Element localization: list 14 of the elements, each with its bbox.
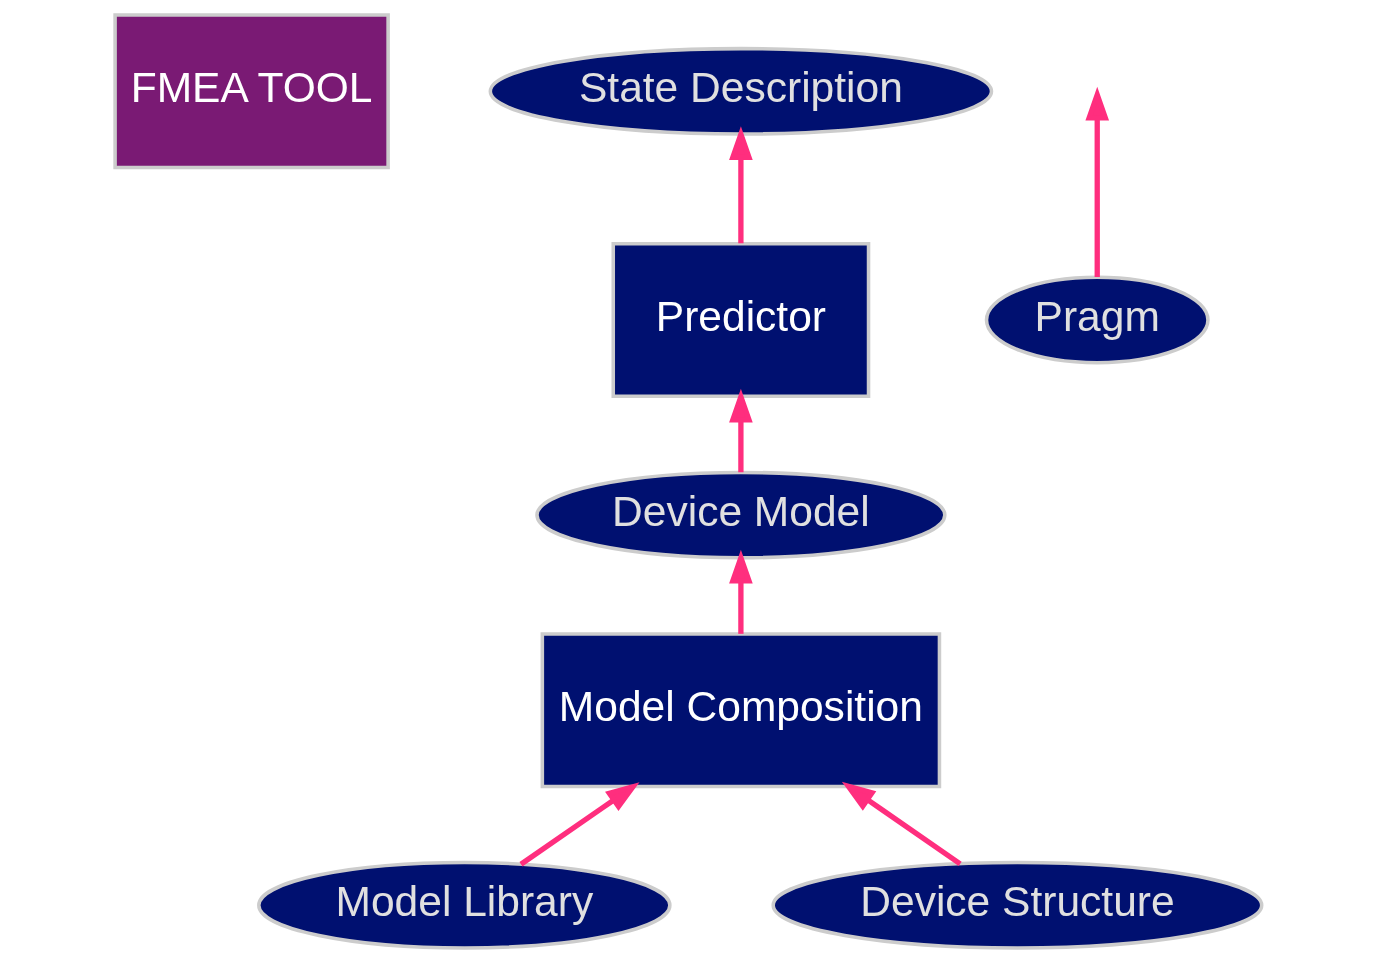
node-box: FMEA TOOL [113, 13, 390, 170]
node-box: Model Composition [540, 632, 942, 789]
node-ellipse: Device Model [535, 470, 947, 560]
node-ellipse: State Description [488, 46, 994, 136]
arrow [729, 126, 753, 244]
arrow [729, 549, 753, 634]
arrow [729, 388, 753, 473]
arrow [519, 782, 640, 867]
node-ellipse: Pragm [984, 275, 1210, 365]
node-box: Predictor [611, 242, 871, 399]
node-ellipse: Device Structure [771, 860, 1264, 950]
arrow [1085, 86, 1110, 277]
node-ellipse: Model Library [257, 860, 672, 950]
arrow [841, 781, 962, 866]
